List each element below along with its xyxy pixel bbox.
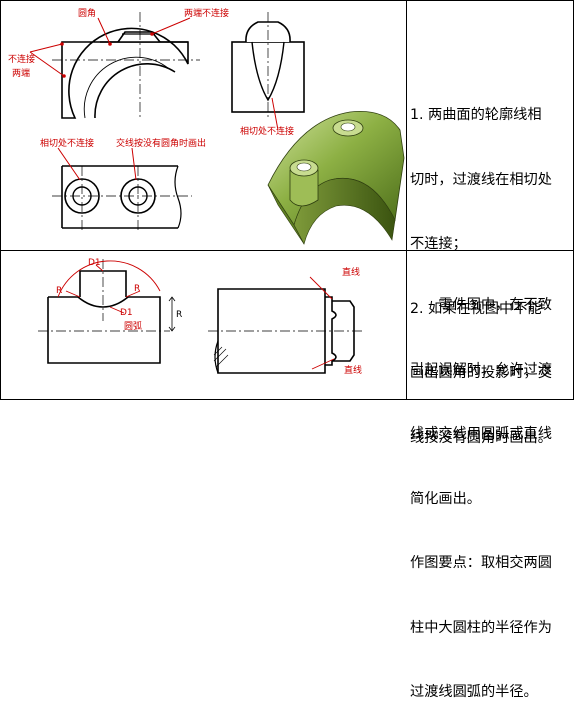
column-divider	[406, 0, 407, 399]
bottom-drawings: D1 D1 R R 圆弧 直线 直线 R	[38, 258, 362, 376]
label-r-left: R	[56, 286, 62, 296]
label-fillet-bottom: 圆弧	[124, 320, 142, 332]
label-both-ends: 两端	[12, 67, 30, 79]
label-cross-as-no-fillet: 交线按没有圆角时画出	[116, 137, 206, 149]
label-straight-top: 直线	[342, 266, 360, 278]
bottom-notes: 零件图中，在不致 引起误解时，允许过渡 线或交线用圆弧或直线 简化画出。 作图要…	[410, 252, 572, 725]
side-view	[231, 12, 305, 120]
shaft-view	[208, 288, 362, 374]
label-d1-bottom: D1	[120, 308, 133, 318]
label-fillet: 圆角	[78, 7, 96, 19]
bottom-note-line-3: 线或交线用圆弧或直线	[410, 426, 552, 442]
label-ends-not-connected: 两端不连接	[184, 7, 229, 19]
label-straight-bottom: 直线	[344, 364, 362, 376]
top-note-line-1: 1. 两曲面的轮廓线相	[410, 107, 542, 123]
bottom-note-line-2: 引起误解时，允许过渡	[410, 361, 552, 378]
bottom-note-line-1: 零件图中，在不致	[438, 297, 552, 313]
label-tangent-not-connected: 相切处不连接	[40, 137, 94, 149]
top-drawings: 圆角 两端不连接 不连接 两端 相切处不连接 相切处不连接 交线按没有圆角时画出	[8, 7, 405, 245]
label-r-right: R	[134, 284, 140, 294]
3d-part-illustration	[267, 111, 405, 245]
bottom-note-line-5: 作图要点：取相交两圆	[410, 555, 552, 571]
bottom-note-line-7: 过渡线圆弧的半径。	[410, 684, 538, 700]
label-not-connected: 不连接	[8, 53, 35, 65]
top-note-line-3: 不连接；	[410, 236, 467, 252]
top-note-line-5: 画出圆角的投影时，交	[410, 365, 552, 381]
label-d1-top: D1	[88, 258, 101, 268]
row-divider	[0, 250, 574, 251]
bottom-note-line-6: 柱中大圆柱的半径作为	[410, 619, 552, 636]
arch-front-view	[52, 12, 200, 120]
tee-junction-view	[38, 259, 176, 364]
top-view	[52, 165, 192, 232]
top-note-line-2: 切时，过渡线在相切处	[410, 171, 552, 188]
bottom-note-line-4: 简化画出。	[410, 490, 481, 507]
label-tangent-not-connected-right: 相切处不连接	[240, 125, 294, 137]
label-r-dimension: R	[176, 310, 182, 320]
top-note-line-4: 2. 如果在视图中不能	[410, 300, 542, 317]
